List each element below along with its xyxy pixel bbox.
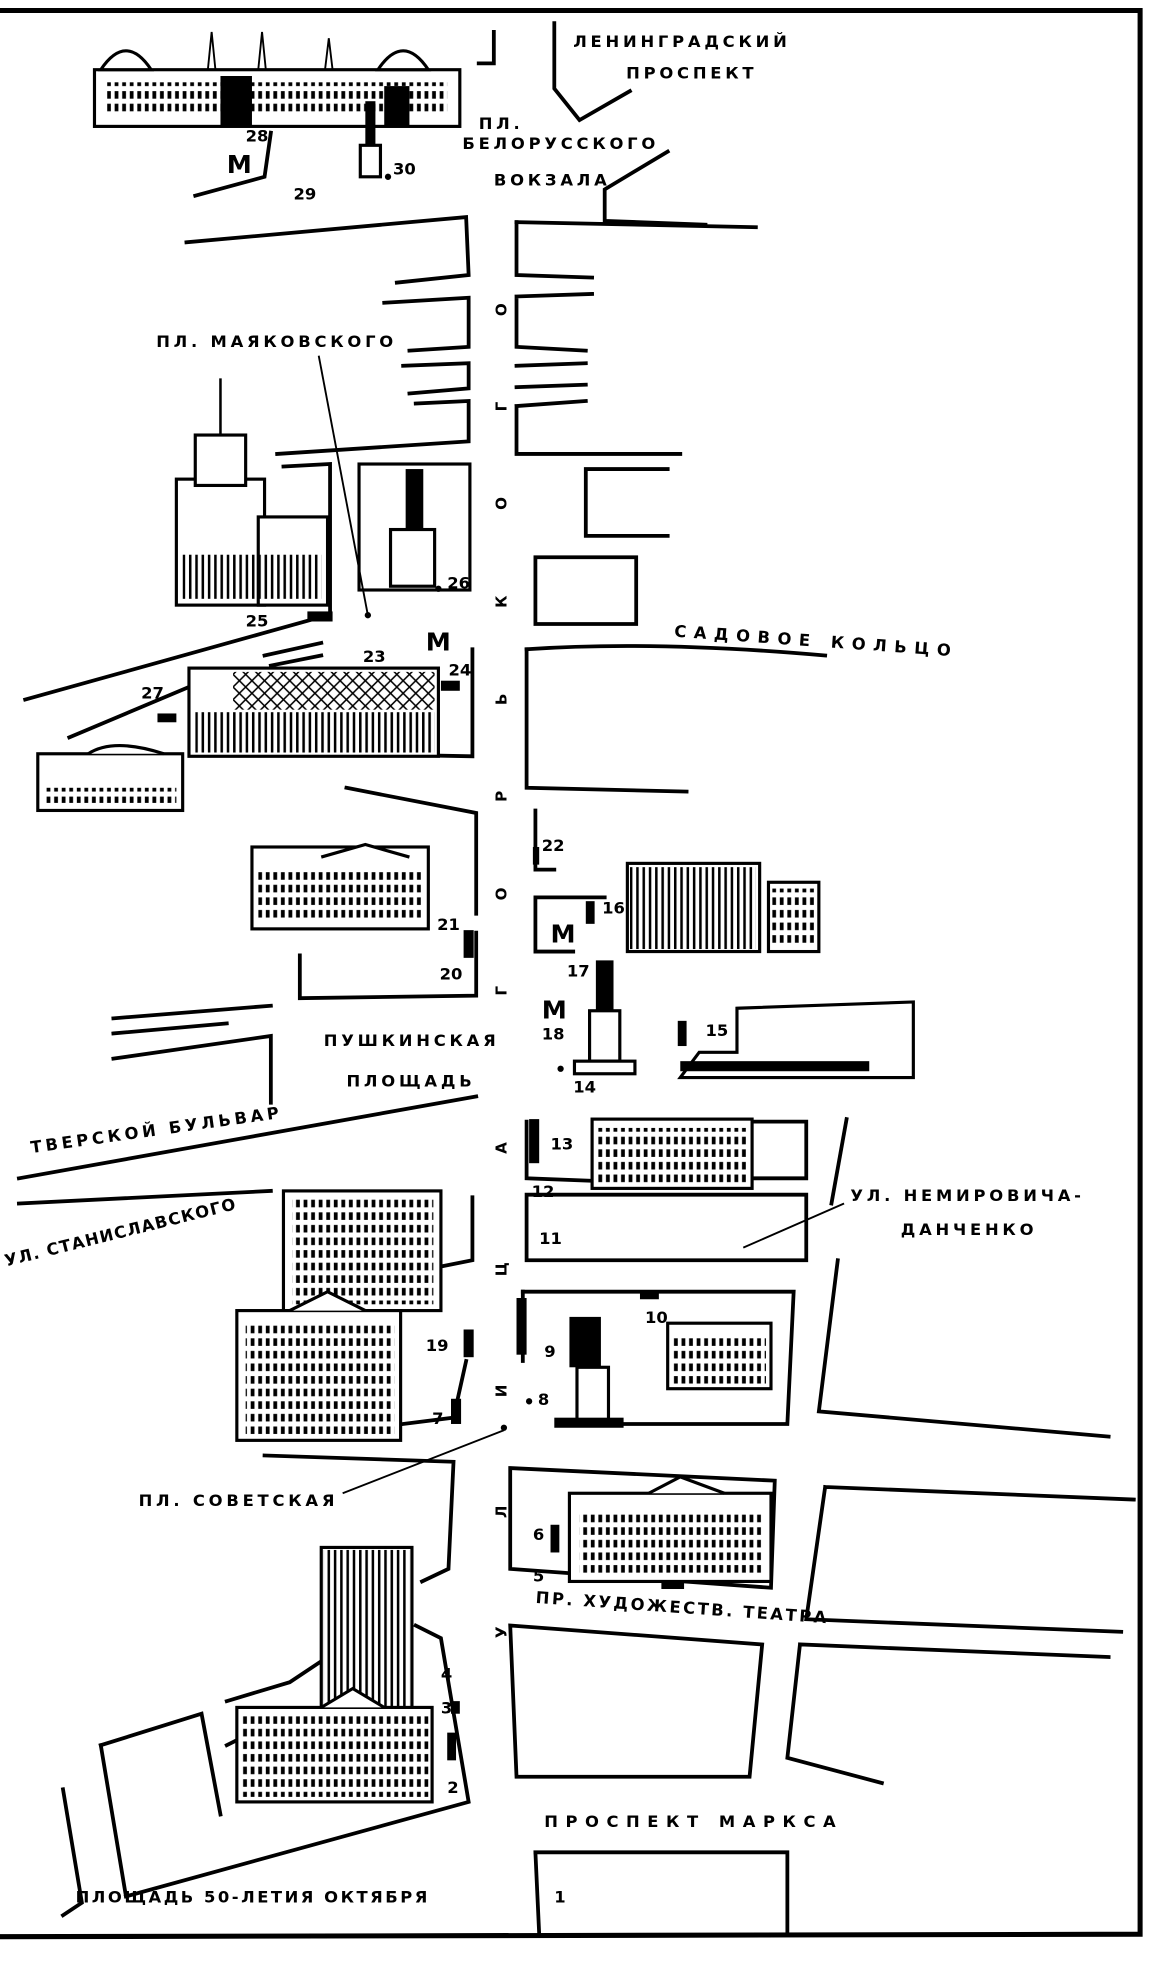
marker-13: 13 <box>551 1134 574 1153</box>
building-16 <box>625 861 821 954</box>
dolgoruky-monument <box>554 1316 624 1428</box>
street-label-leningradsky-1: ЛЕНИНГРАДСКИЙ <box>573 32 790 51</box>
marker-19: 19 <box>426 1336 449 1355</box>
building-27 <box>36 744 185 813</box>
building-15-cinema <box>677 1000 915 1080</box>
marker-23: 23 <box>363 647 386 666</box>
belorussky-station-building <box>92 31 462 128</box>
marker-1: 1 <box>554 1888 565 1907</box>
building-19-highrise <box>281 1189 443 1313</box>
street-label-tverskoy: ТВЕРСКОЙ БУЛЬВАР <box>29 1103 283 1157</box>
building-13 <box>590 1117 754 1190</box>
marker-25: 25 <box>246 612 269 631</box>
marker-12: 12 <box>532 1182 555 1201</box>
metro-icon: М <box>551 920 576 949</box>
map-frame <box>0 7 1143 1940</box>
street-label-ulitsa: УЛИЦА <box>492 1034 510 1638</box>
numbered-markers: 1 2 3 4 5 6 7 8 9 10 11 12 13 14 15 16 1… <box>141 127 728 1907</box>
square-label-pushkinskaya-1: ПУШКИНСКАЯ <box>324 1031 500 1050</box>
square-label-oktyabrya: ПЛОЩАДЬ 50-ЛЕТИЯ ОКТЯБРЯ <box>76 1888 430 1907</box>
marker-30: 30 <box>393 159 416 178</box>
marker-26: 26 <box>447 574 470 593</box>
building-5-art-theatre <box>567 1475 773 1584</box>
building-10 <box>666 1321 773 1391</box>
street-label-nemirovicha-1: УЛ. НЕМИРОВИЧА- <box>850 1186 1084 1205</box>
street-label-marksa: ПРОСПЕКТ МАРКСА <box>544 1812 843 1831</box>
marker-21: 21 <box>437 915 460 934</box>
metro-icon: М <box>426 627 451 656</box>
square-label-belorussky-1: ПЛ. <box>479 114 524 133</box>
building-7 <box>235 1289 403 1442</box>
marker-8: 8 <box>538 1390 549 1409</box>
marker-3: 3 <box>441 1699 452 1718</box>
pushkin-monument <box>572 960 637 1076</box>
square-label-belorussky-2: БЕЛОРУССКОГО <box>462 134 659 153</box>
metro-icon: М <box>542 995 567 1024</box>
monument-30 <box>358 101 383 179</box>
marker-18: 18 <box>542 1025 565 1044</box>
building-2-highrise <box>235 1545 434 1804</box>
marker-29: 29 <box>294 184 317 203</box>
square-label-belorussky-3: ВОКЗАЛА <box>494 171 611 190</box>
leader-lines <box>317 173 845 1495</box>
marker-11: 11 <box>539 1229 562 1248</box>
marker-9: 9 <box>544 1342 555 1361</box>
marker-10: 10 <box>645 1308 668 1327</box>
street-outlines <box>16 21 1136 1937</box>
marker-15: 15 <box>705 1021 728 1040</box>
marker-14: 14 <box>573 1078 596 1097</box>
entrance-markers <box>157 611 687 1761</box>
square-label-pushkinskaya-2: ПЛОЩАДЬ <box>346 1071 475 1090</box>
square-label-mayakovskogo: ПЛ. МАЯКОВСКОГО <box>156 332 397 351</box>
street-label-gorkogo: ГОРЬКОГО <box>492 218 510 996</box>
street-label-nemirovicha-2: ДАНЧЕНКО <box>901 1220 1038 1239</box>
building-21 <box>250 842 430 931</box>
marker-5: 5 <box>533 1566 544 1585</box>
marker-17: 17 <box>567 962 590 981</box>
square-label-sovetskaya: ПЛ. СОВЕТСКАЯ <box>139 1491 339 1510</box>
marker-16: 16 <box>602 899 625 918</box>
street-label-khudozhestv: ПР. ХУДОЖЕСТВ. ТЕАТРА <box>535 1588 829 1627</box>
marker-6: 6 <box>533 1525 544 1544</box>
building-25-tower <box>174 378 330 607</box>
marker-22: 22 <box>542 836 565 855</box>
street-label-stanislavskogo: УЛ. СТАНИСЛАВСКОГО <box>3 1194 239 1270</box>
marker-28: 28 <box>246 127 269 146</box>
marker-2: 2 <box>447 1778 458 1797</box>
mayakovsky-monument <box>357 462 472 592</box>
marker-24: 24 <box>448 661 471 680</box>
marker-27: 27 <box>141 683 164 702</box>
marker-4: 4 <box>441 1665 452 1684</box>
street-label-leningradsky-2: ПРОСПЕКТ <box>626 64 757 83</box>
building-24-concert-hall <box>187 666 440 758</box>
marker-20: 20 <box>440 964 463 983</box>
metro-icon: М <box>227 150 252 179</box>
marker-7: 7 <box>432 1409 443 1428</box>
